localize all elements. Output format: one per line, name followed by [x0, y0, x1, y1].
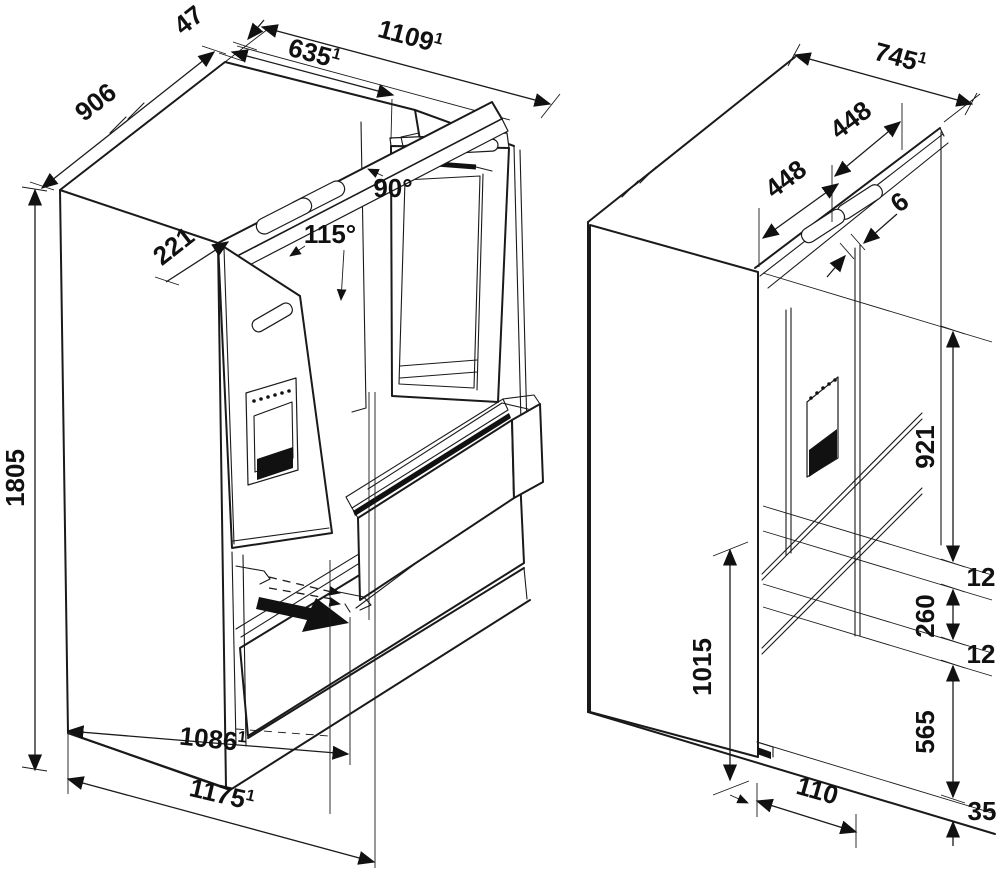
pull-guide-dashed — [268, 587, 333, 600]
dispenser-tray — [809, 429, 837, 477]
pull-out-indication — [235, 565, 372, 632]
dim-label-1015: 1015 — [687, 638, 717, 696]
pull-direction-arrow — [256, 597, 349, 632]
angle-115-callout: 115° — [289, 219, 356, 301]
dim-label-565: 565 — [910, 710, 940, 753]
rail-hook-left — [235, 565, 271, 585]
pull-guide-dashed — [268, 576, 333, 593]
foot-block — [757, 747, 771, 759]
floor-line — [587, 711, 996, 835]
water-dispenser-side — [806, 376, 839, 478]
dispenser-tray — [257, 447, 293, 480]
dim-label-35: 35 — [968, 796, 997, 826]
left-door-open-115 — [217, 101, 509, 549]
dimension-column-right: 921 12 260 12 565 35 — [910, 325, 997, 846]
drawer-split-lines — [761, 412, 923, 655]
dim-label-448a: 448 — [759, 154, 812, 204]
door-gap-verticals — [854, 244, 861, 637]
dimension-rear-gap-47: 47 — [168, 0, 269, 63]
dimension-1175: 11751 — [66, 772, 376, 865]
dimension-1086: 10861 — [66, 721, 350, 760]
dim-label-1086: 10861 — [178, 721, 248, 758]
wall-edge — [587, 56, 796, 713]
freezer-drawer-pulled-out — [345, 394, 544, 601]
dimension-door-width-448-right: 448 — [824, 95, 903, 177]
dispenser-buttons — [809, 378, 837, 400]
door-shelf-rails — [399, 359, 478, 379]
fridge-side-face — [589, 224, 759, 758]
extension-lines-right — [756, 272, 993, 814]
rail-hook-right — [338, 591, 372, 613]
dim-label-1109: 11091 — [375, 13, 446, 59]
wall-break-marks — [621, 166, 657, 198]
door-panel-edge — [785, 307, 792, 556]
dim-label-921: 921 — [910, 425, 940, 468]
dispenser-buttons — [252, 389, 291, 403]
cabinet-side-face — [59, 189, 227, 789]
dimension-110: 110 — [729, 770, 858, 848]
door-top-handle-slot — [255, 197, 313, 235]
angle-label-115: 115° — [304, 219, 356, 249]
dim-label-6: 6 — [885, 186, 915, 219]
dim-label-906: 906 — [69, 77, 122, 127]
base-corner — [523, 567, 528, 600]
dim-label-110: 110 — [793, 770, 842, 810]
dim-label-47: 47 — [168, 0, 209, 41]
angle-label-90: 90° — [373, 173, 412, 203]
door-face-handle-slot — [251, 302, 293, 333]
water-dispenser — [245, 377, 299, 486]
dim-label-12b: 12 — [967, 639, 996, 669]
dimension-depth-745: 7451 — [787, 36, 981, 123]
pull-guide-arrow — [328, 597, 341, 607]
door-gap-verticals — [231, 551, 247, 747]
dimension-1015: 1015 — [687, 541, 750, 796]
dimension-height-1805: 1805 — [0, 186, 48, 772]
door-gasket-end — [475, 166, 493, 172]
dim-label-260: 260 — [910, 594, 940, 637]
door-hinge-line — [223, 247, 330, 545]
door-top-handle-slot — [800, 208, 846, 244]
drawer-interior — [367, 402, 529, 490]
dim-label-1805: 1805 — [0, 449, 30, 507]
right-view-fridge-at-wall: 7451 448 448 6 921 12 260 — [587, 36, 997, 848]
drawer-side-panel — [511, 403, 544, 499]
drawer-rim-shadow — [353, 413, 511, 516]
dim-label-448b: 448 — [824, 95, 877, 145]
pull-guide-arrow — [328, 586, 341, 596]
door-liner — [398, 173, 484, 391]
dimension-door-width-448-left: 448 — [758, 154, 840, 267]
dim-label-745: 7451 — [871, 36, 929, 79]
angle-90-callout: 90° — [367, 168, 413, 203]
left-view-open-fridge: 1805 906 47 6351 11091 90° — [0, 0, 561, 868]
dim-label-12a: 12 — [967, 562, 996, 592]
